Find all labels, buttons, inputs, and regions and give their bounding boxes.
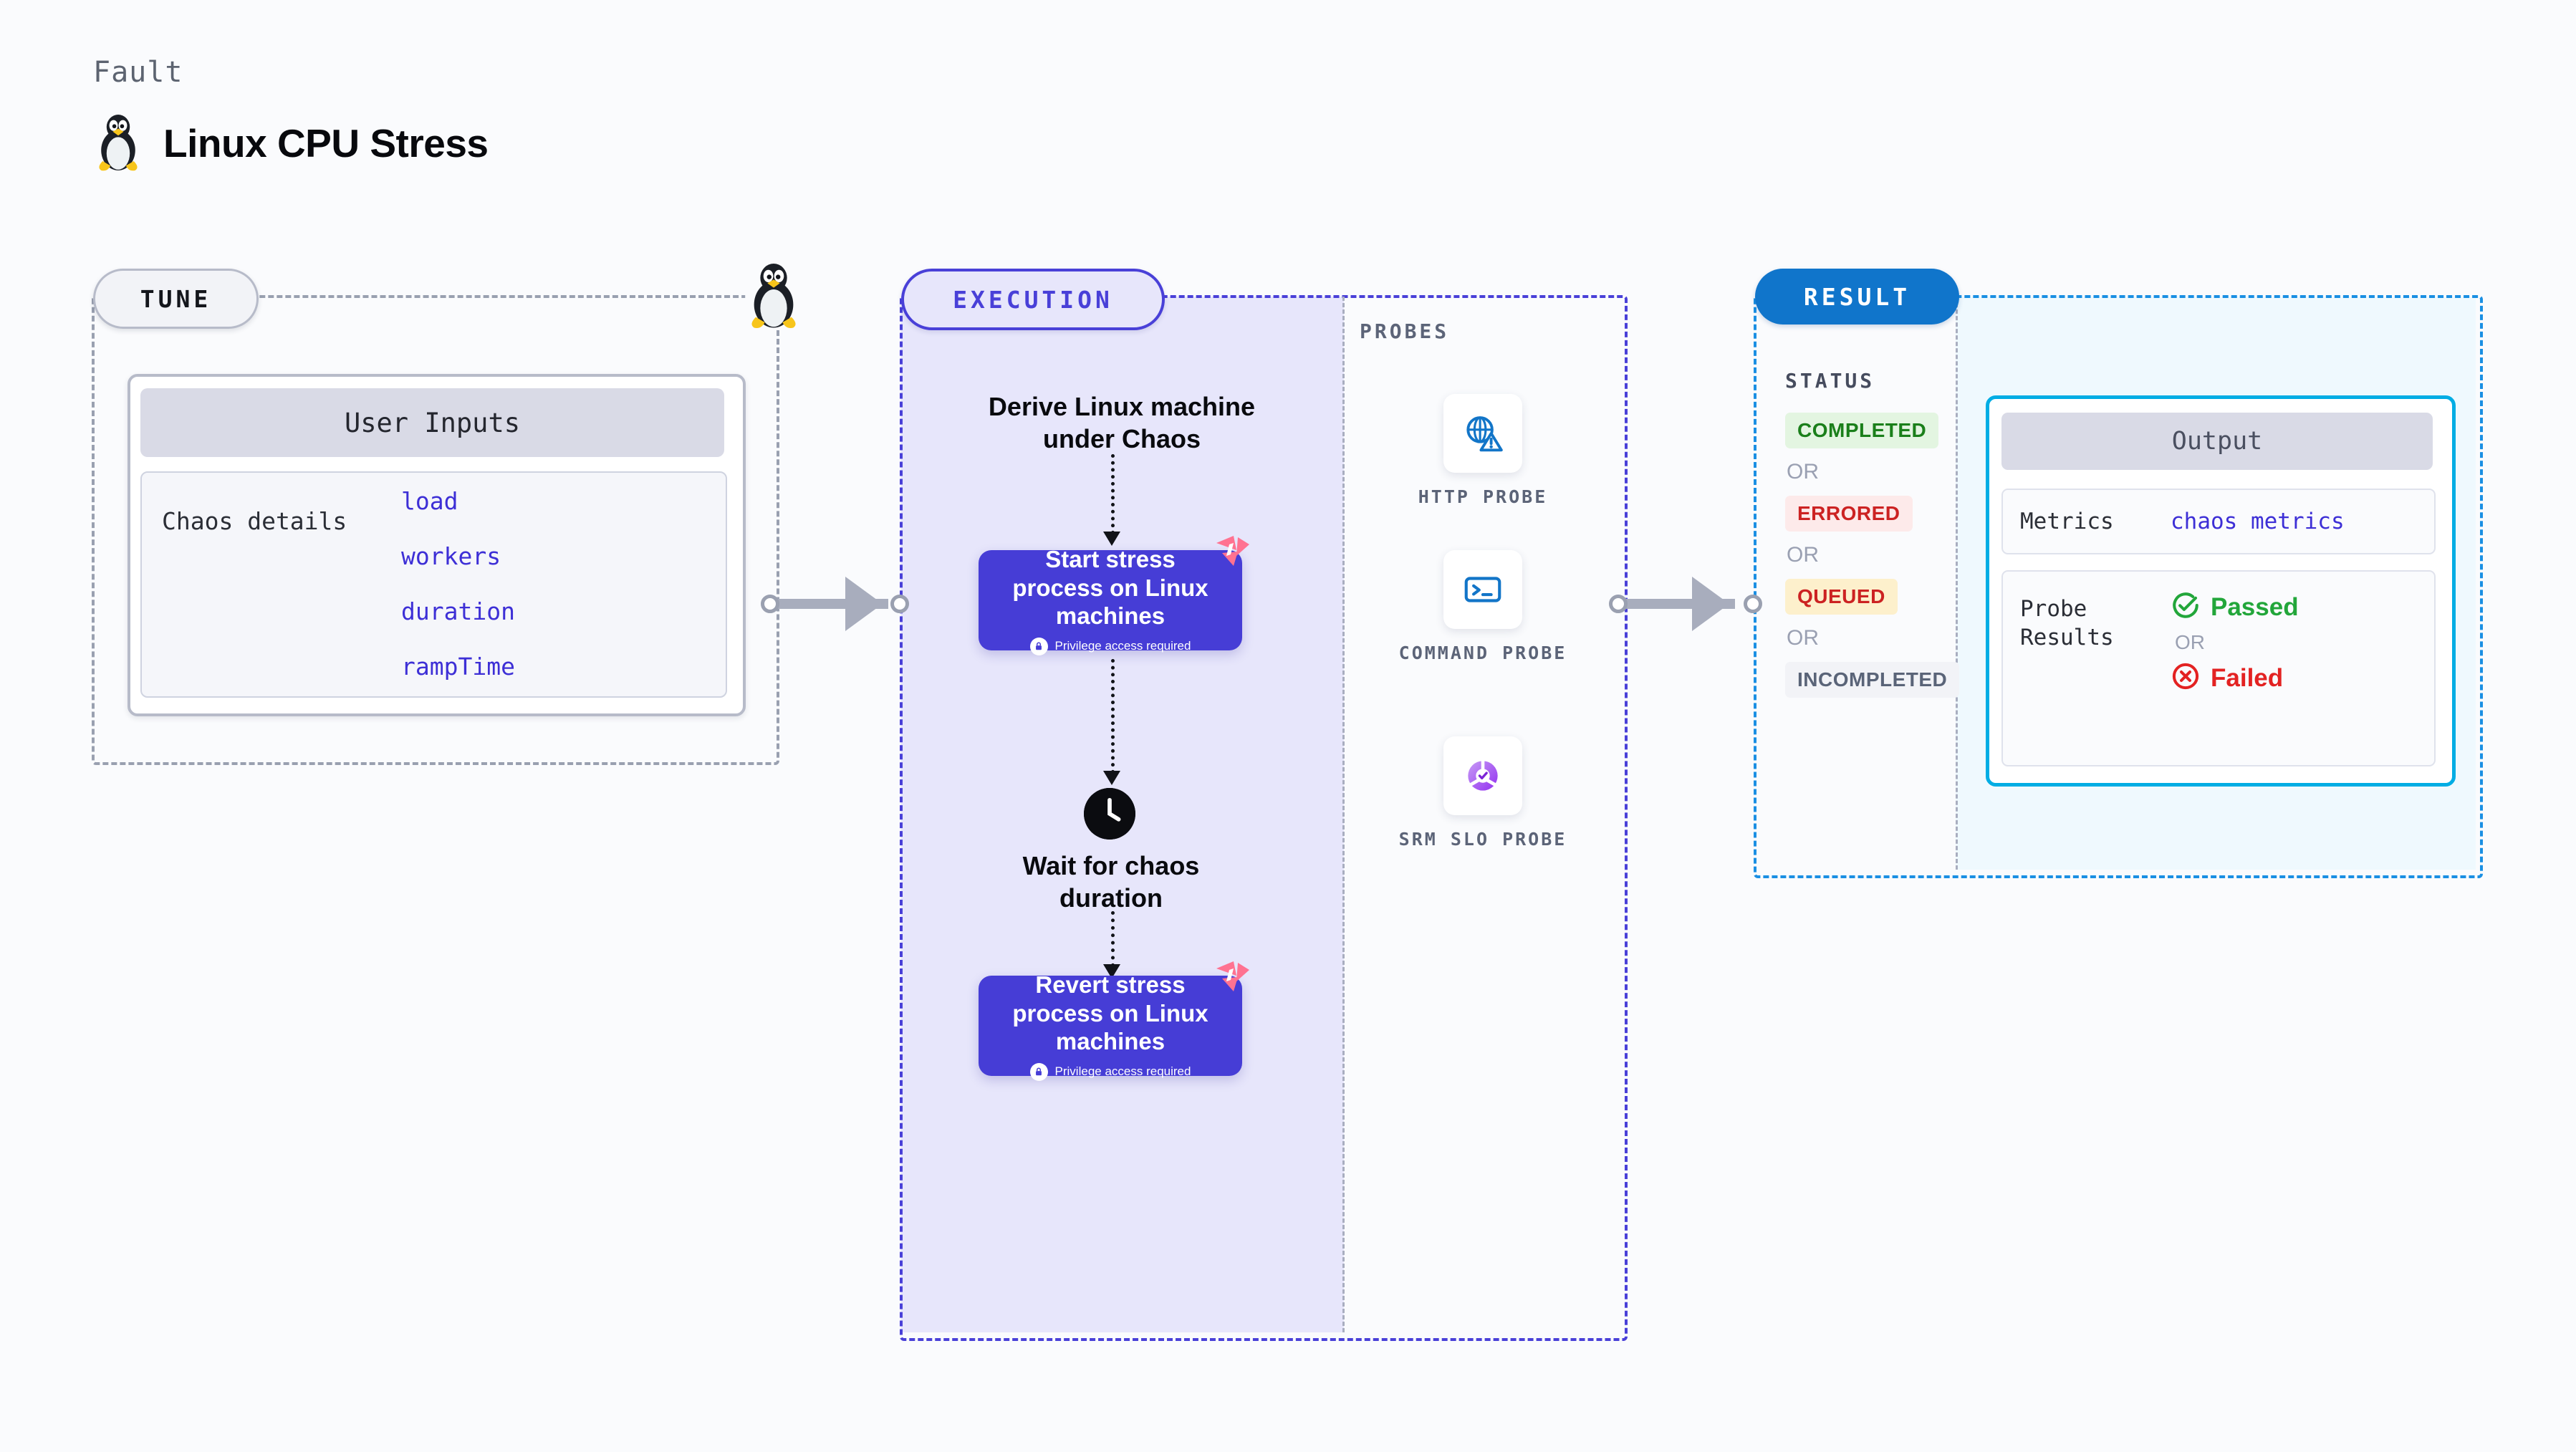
tune-tux-penguin-icon [741, 264, 807, 330]
connector-arrow-tune-execution [845, 577, 883, 631]
flow-arrowhead-1 [1103, 532, 1120, 546]
connector-node-execution-out [1609, 595, 1628, 613]
probe-result-passed: Passed [2171, 590, 2299, 624]
x-circle-icon [2171, 661, 2201, 695]
metrics-label: Metrics [2020, 509, 2114, 534]
revert-privilege-row: Privilege access required [1029, 1062, 1191, 1081]
execution-section-frame [900, 295, 1628, 1341]
probe-item-command-label: COMMAND PROBE [1398, 643, 1567, 663]
status-or-1: OR [1787, 460, 1819, 484]
clock-icon [1084, 788, 1135, 840]
flow-arrow-start-to-wait [1111, 659, 1115, 774]
tune-pill[interactable]: TUNE [93, 269, 259, 329]
param-load: load [401, 487, 458, 515]
status-or-2: OR [1787, 543, 1819, 567]
probe-results-values: Passed OR Failed [2171, 590, 2299, 695]
revert-privilege-note: Privilege access required [1054, 1064, 1191, 1079]
start-stress-card-title: Start stress process on Linux machines [1012, 546, 1208, 630]
connector-node-execution-in [890, 595, 909, 613]
param-ramptime: rampTime [401, 653, 515, 681]
derive-machine-step-label: Derive Linux machine under Chaos [988, 392, 1256, 453]
terminal-icon [1443, 550, 1522, 629]
probe-item-command[interactable]: COMMAND PROBE [1383, 550, 1583, 664]
probes-section-label: PROBES [1360, 319, 1450, 343]
revert-stress-card[interactable]: Revert stress process on Linux machines … [979, 961, 1249, 1081]
param-duration: duration [401, 597, 515, 625]
flow-arrow-wait-to-revert [1111, 911, 1115, 967]
page-title: Linux CPU Stress [163, 121, 489, 165]
connector-node-tune-out [761, 595, 779, 613]
check-circle-icon [2171, 590, 2201, 624]
output-card-title: Output [2001, 413, 2433, 470]
wait-for-chaos-label: Wait for chaos duration [1022, 851, 1200, 913]
status-badge-incompleted: INCOMPLETED [1785, 662, 1960, 698]
user-inputs-title: User Inputs [140, 388, 724, 457]
probe-result-or: OR [2175, 631, 2205, 653]
status-badge-queued: QUEUED [1785, 579, 1898, 615]
status-section-label: STATUS [1785, 369, 1875, 393]
probe-item-http-label: HTTP PROBE [1418, 486, 1548, 507]
chaos-details-box [140, 471, 727, 698]
probe-item-srm-slo[interactable]: SRM SLO PROBE [1383, 736, 1583, 850]
metrics-row: Metrics chaos metrics [2001, 489, 2436, 554]
status-badge-errored: ERRORED [1785, 496, 1913, 532]
tune-section-frame [92, 295, 779, 765]
result-section-frame [1754, 295, 2483, 878]
probe-result-failed: Failed [2171, 661, 2299, 695]
chaos-details-label: Chaos details [162, 507, 347, 535]
probe-item-srm-slo-label: SRM SLO PROBE [1398, 829, 1567, 850]
revert-stress-card-title: Revert stress process on Linux machines [1012, 971, 1208, 1055]
status-or-3: OR [1787, 626, 1819, 650]
start-privilege-note: Privilege access required [1054, 639, 1191, 653]
connector-node-result-in [1744, 595, 1762, 613]
status-badge-completed: COMPLETED [1785, 413, 1939, 448]
lock-icon [1029, 637, 1048, 655]
status-panel-divider [1956, 297, 1958, 870]
flow-arrowhead-3 [1103, 964, 1120, 979]
tux-penguin-icon [93, 115, 143, 172]
chaos-params-list: load workers duration rampTime [401, 487, 688, 681]
probe-result-failed-label: Failed [2211, 663, 2284, 692]
probe-results-row: Probe Results Passed OR [2001, 570, 2436, 766]
slo-donut-check-icon [1443, 736, 1522, 815]
fault-title-row: Linux CPU Stress [93, 115, 489, 172]
metrics-value: chaos metrics [2171, 509, 2345, 534]
start-stress-card[interactable]: Start stress process on Linux machines P… [979, 536, 1249, 655]
fault-kicker-label: Fault [93, 56, 183, 89]
start-privilege-row: Privilege access required [1029, 637, 1191, 655]
flow-arrowhead-2 [1103, 771, 1120, 785]
globe-warning-icon [1443, 394, 1522, 473]
connector-arrow-execution-result [1692, 577, 1729, 631]
lock-icon [1029, 1062, 1048, 1081]
result-pill[interactable]: RESULT [1755, 269, 1959, 324]
probes-panel-divider [1342, 297, 1345, 1332]
status-list: COMPLETED OR ERRORED OR QUEUED OR INCOMP… [1785, 413, 1960, 698]
probe-result-passed-label: Passed [2211, 592, 2299, 621]
execution-pill[interactable]: EXECUTION [901, 269, 1165, 330]
harness-logo-icon [1212, 534, 1252, 569]
param-workers: workers [401, 542, 501, 570]
flow-arrow-derive-to-start [1111, 454, 1115, 534]
harness-logo-icon [1212, 960, 1252, 994]
probe-item-http[interactable]: HTTP PROBE [1383, 394, 1583, 508]
probe-results-label: Probe Results [2020, 596, 2114, 651]
